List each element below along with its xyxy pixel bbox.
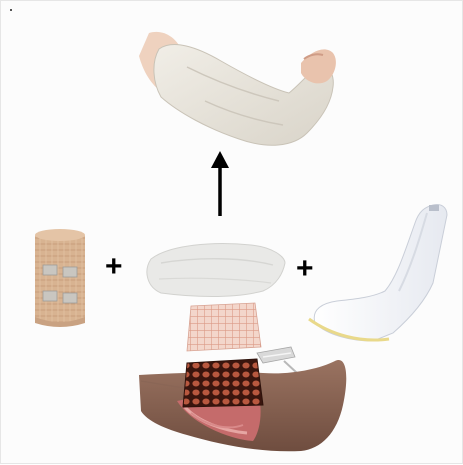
cast-leg-icon [139,32,336,145]
plus-sign-right: + [296,254,314,284]
gauze-pad-icon [147,244,285,297]
plus-sign-left: + [105,252,123,282]
walker-boot-icon [309,204,447,341]
up-arrow [211,151,229,216]
mesh-dressing-icon [187,303,261,351]
wounded-leg-icon [139,359,346,451]
elastic-bandage-roll-icon [35,229,85,327]
skin-stapler-icon [257,347,297,373]
